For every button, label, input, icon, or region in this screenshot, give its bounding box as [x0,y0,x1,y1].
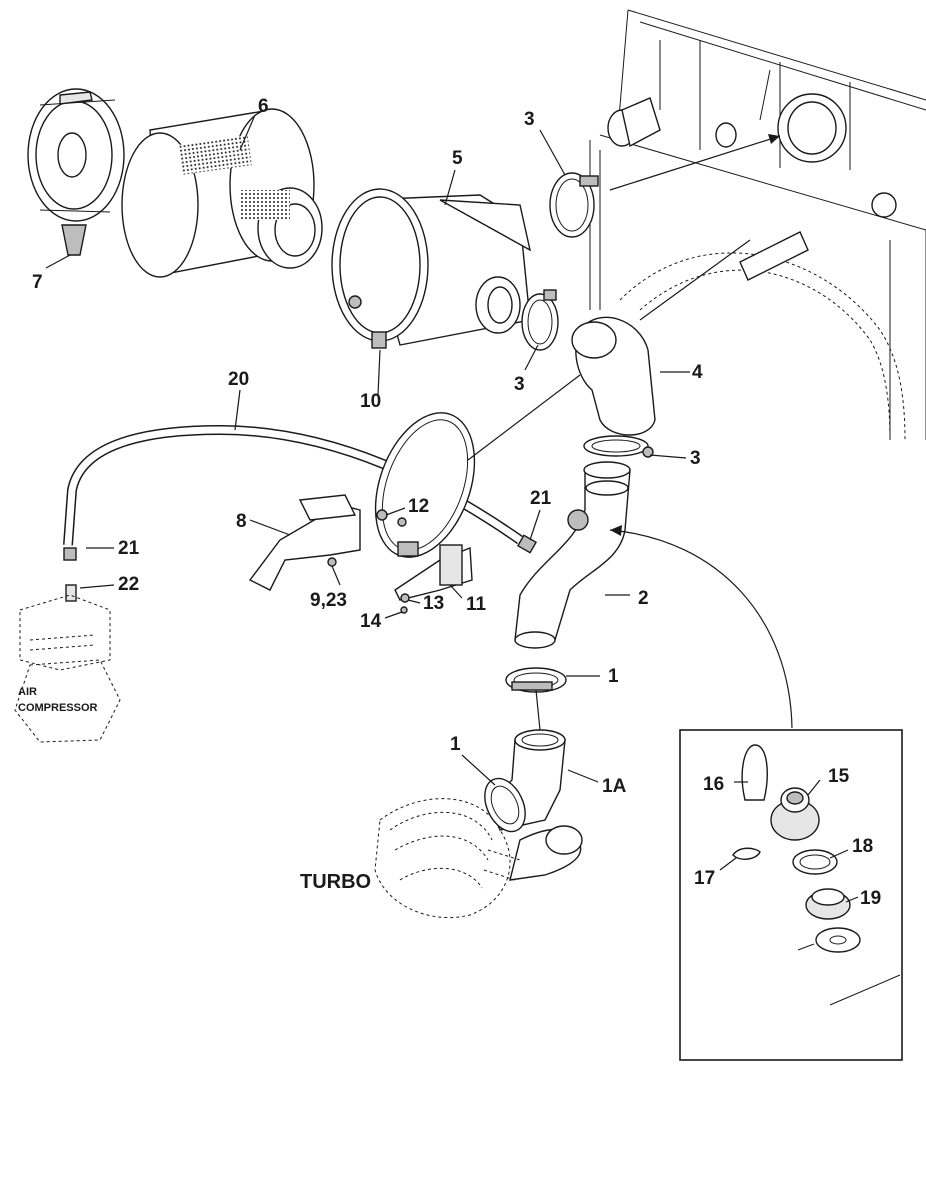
fitting-22 [65,584,77,602]
fitting-21-left [63,547,77,561]
callout-18: 18 [852,836,873,857]
callout-1-lower: 1 [450,734,461,755]
filter-housing [331,188,532,349]
callout-9-23: 9,23 [310,590,347,611]
intake-pipe [514,461,631,649]
bracket-11 [394,544,473,601]
filter-element [121,108,323,278]
callout-6: 6 [258,96,269,117]
callout-17: 17 [694,868,715,889]
clamp-1-lower [484,777,526,833]
callout-14: 14 [360,611,382,632]
callout-5: 5 [452,148,463,169]
callout-8: 8 [236,511,247,532]
callout-10: 10 [360,391,381,412]
callout-11: 11 [466,594,487,615]
detail-box [679,729,903,1061]
turbo-label: TURBO [300,871,371,893]
callout-22: 22 [118,574,139,595]
callout-15: 15 [828,766,850,787]
callout-3-lower: 3 [690,448,701,469]
callout-1-upper: 1 [608,666,619,687]
bolts [327,509,410,614]
bracket-8 [248,494,361,591]
callout-4: 4 [692,362,703,383]
precleaner-cap [27,88,125,256]
callout-20: 20 [228,369,249,390]
clamp-upper [549,172,599,238]
hose-elbow [571,316,656,436]
callout-19: 19 [860,888,881,909]
air-compressor: AIR COMPRESSOR [14,594,121,743]
callout-3-middle: 3 [514,374,525,395]
air-compressor-label-line2: COMPRESSOR [18,702,98,714]
leader-lines [45,114,859,903]
callout-13: 13 [423,593,444,614]
callout-2: 2 [638,588,649,609]
callout-21-right: 21 [530,488,552,509]
callout-21-left: 21 [118,538,140,559]
clamp-lower [583,435,654,458]
turbocharger [374,798,583,919]
clamp-housing-outlet [521,289,559,351]
mounting-ring [374,412,476,558]
callout-16: 16 [703,774,724,795]
callout-1A: 1A [602,776,627,797]
restriction-indicator [770,787,820,841]
callout-12: 12 [408,496,429,517]
callout-3-top: 3 [524,109,535,130]
radiator-frame [589,9,926,441]
clamp-1-upper [505,667,567,693]
air-compressor-label-line1: AIR [18,686,37,698]
callout-7: 7 [32,272,43,293]
